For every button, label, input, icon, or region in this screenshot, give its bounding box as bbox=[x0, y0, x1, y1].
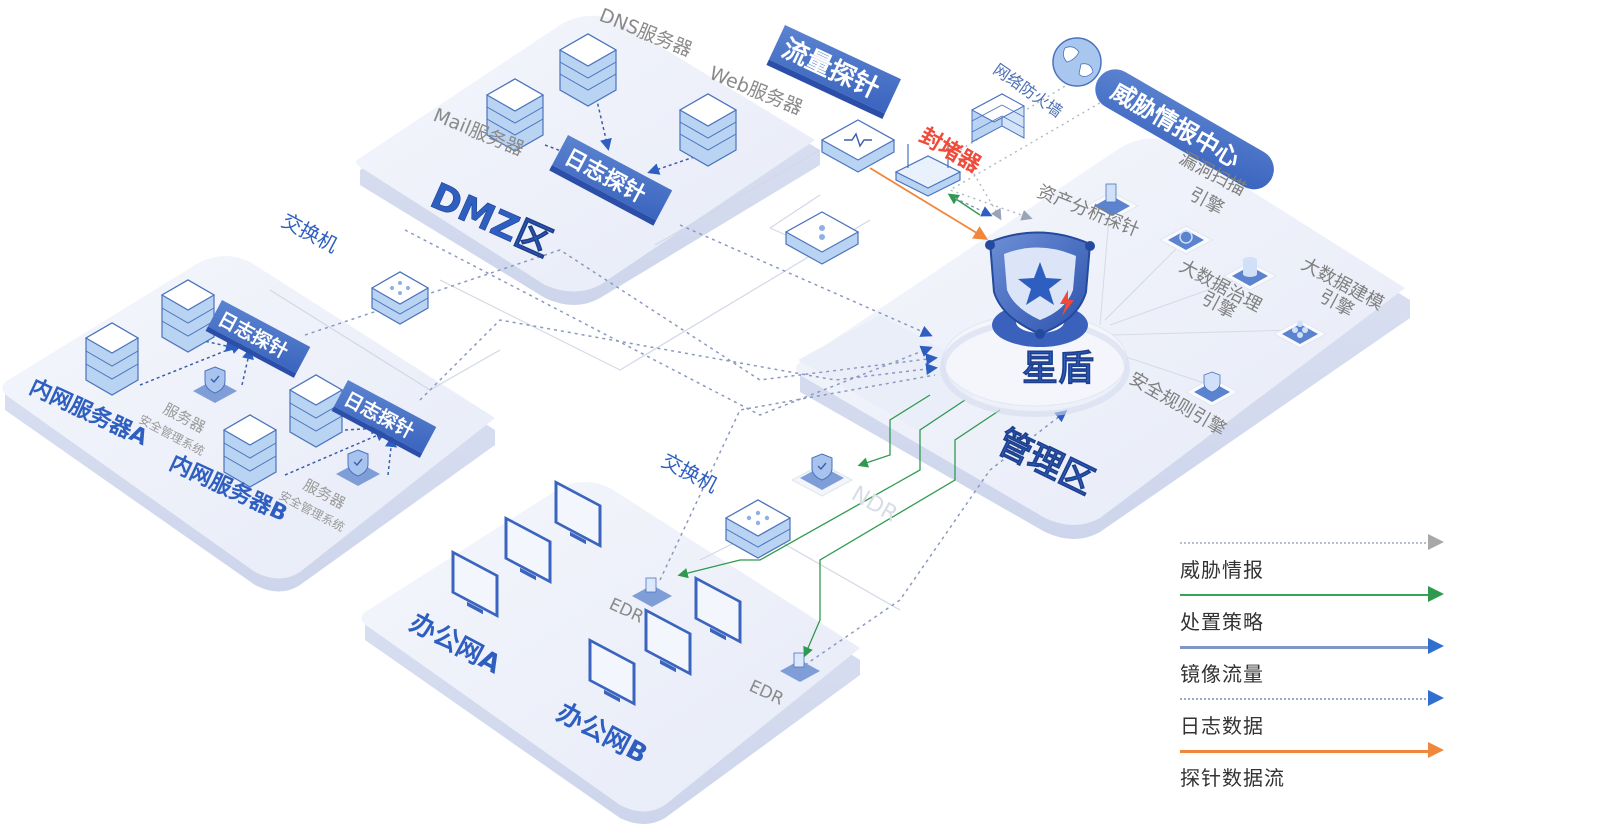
office-monitors bbox=[451, 480, 742, 709]
monitor-icon[interactable] bbox=[504, 516, 552, 587]
legend-label: 镜像流量 bbox=[1180, 662, 1264, 686]
database-icon bbox=[1243, 257, 1257, 277]
globe-icon bbox=[1052, 37, 1102, 87]
monitor-icon[interactable] bbox=[588, 638, 636, 709]
monitor-icon[interactable] bbox=[644, 608, 692, 679]
legend-label: 威胁情报 bbox=[1180, 558, 1264, 582]
intranet-server-1[interactable] bbox=[84, 322, 140, 396]
radar-icon bbox=[1179, 230, 1193, 244]
legend-item-threat-intel: 威胁情报 bbox=[1180, 532, 1450, 584]
shield-star-icon bbox=[985, 231, 1095, 339]
switch-top-label: 交换机 bbox=[278, 208, 342, 257]
mail-server[interactable] bbox=[485, 78, 545, 152]
engine-sec-rules[interactable] bbox=[1184, 371, 1240, 407]
switch-top[interactable] bbox=[370, 271, 430, 325]
antenna-icon bbox=[907, 144, 949, 168]
monitor-icon[interactable] bbox=[554, 480, 602, 551]
legend-item-mirror-traffic: 镜像流量 bbox=[1180, 636, 1450, 688]
arrow-icon bbox=[1428, 742, 1444, 758]
web-server[interactable] bbox=[678, 93, 738, 167]
legend-label: 日志数据 bbox=[1180, 714, 1264, 738]
intranet-server-2[interactable] bbox=[160, 279, 216, 353]
engine-bigdata-model[interactable] bbox=[1272, 319, 1328, 349]
blocker-device[interactable] bbox=[894, 144, 962, 197]
monitor-icon[interactable] bbox=[694, 576, 742, 647]
traffic-probe-device[interactable] bbox=[820, 119, 896, 173]
arrow-icon bbox=[1428, 638, 1444, 654]
monitor-icon[interactable] bbox=[451, 550, 499, 621]
legend-label: 处置策略 bbox=[1180, 610, 1264, 634]
legend-line bbox=[1180, 594, 1430, 596]
legend-item-probe-flow: 探针数据流 bbox=[1180, 740, 1450, 792]
core-label: 星盾 bbox=[1022, 348, 1094, 389]
legend-line bbox=[1180, 698, 1430, 700]
intranet-log-probe-a[interactable]: 日志探针 bbox=[205, 300, 311, 378]
shield-check-icon bbox=[1203, 371, 1221, 393]
pulse-icon bbox=[844, 132, 872, 148]
legend-item-disposal-policy: 处置策略 bbox=[1180, 584, 1450, 636]
intranet-log-probe-b[interactable]: 日志探针 bbox=[331, 380, 437, 458]
engine-vuln-scan[interactable] bbox=[1158, 225, 1214, 255]
legend-line bbox=[1180, 646, 1430, 649]
switch-bottom-label: 交换机 bbox=[658, 448, 722, 497]
arrow-icon bbox=[1428, 586, 1444, 602]
xingdun-core[interactable]: 星盾 bbox=[940, 231, 1130, 417]
edr-agent-b[interactable] bbox=[780, 652, 820, 682]
engine-asset-probe[interactable] bbox=[1084, 183, 1140, 221]
legend-line bbox=[1180, 750, 1430, 753]
building-icon bbox=[1105, 183, 1117, 203]
legend-label: 探针数据流 bbox=[1180, 766, 1285, 790]
legend-line bbox=[1180, 542, 1430, 544]
dns-server[interactable] bbox=[558, 33, 618, 107]
engine-bigdata-gov[interactable] bbox=[1222, 257, 1278, 291]
server-sec-mgmt-a[interactable] bbox=[193, 366, 237, 403]
mirror-device[interactable] bbox=[784, 211, 860, 265]
intranet-server-3[interactable] bbox=[288, 374, 344, 448]
legend-item-log-data: 日志数据 bbox=[1180, 688, 1450, 740]
firewall-icon bbox=[970, 93, 1026, 143]
arrow-icon bbox=[1428, 534, 1444, 550]
legend: 威胁情报 处置策略 镜像流量 日志数据 探针数据流 bbox=[1180, 532, 1450, 792]
ndr-device[interactable] bbox=[790, 453, 854, 497]
cluster-icon bbox=[1292, 321, 1308, 338]
server-sec-mgmt-b[interactable] bbox=[336, 449, 380, 486]
ndr-label: NDR bbox=[847, 482, 902, 528]
arrow-icon bbox=[1428, 690, 1444, 706]
dmz-log-probe[interactable]: 日志探针 bbox=[549, 135, 673, 226]
intranet-server-4[interactable] bbox=[222, 414, 278, 488]
switch-bottom[interactable] bbox=[724, 499, 792, 559]
edr-agent-a[interactable] bbox=[632, 577, 672, 607]
